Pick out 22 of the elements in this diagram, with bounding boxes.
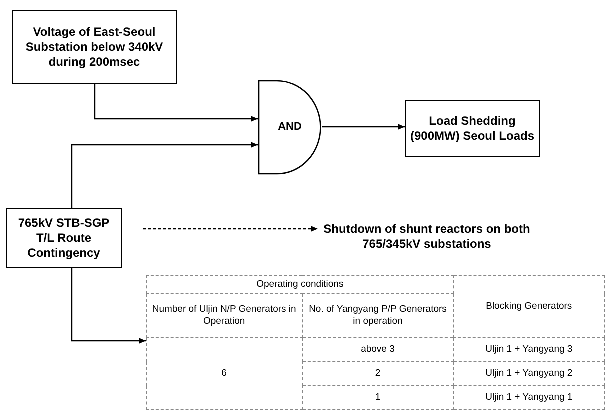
arrow [143,226,318,232]
table-cell-text: above 3 [361,344,395,354]
table-cell-text: Number of Uljin N/P Generators in Operation [152,304,296,326]
arrow [71,268,146,344]
conditions-table [146,275,605,411]
gate-label: AND [278,120,302,136]
note-text: Shutdown of shunt reactors on both 765/345kV substations [322,220,532,254]
table-cell-text: 1 [375,392,381,402]
process-box: Voltage of East-Seoul Substation below 340kV during 200msec [12,10,177,84]
table-cell-text: Uljin 1 + Yangyang 2 [486,368,573,378]
table-cell-text: Operating conditions [256,278,344,290]
table-cell-text: Blocking Generators [486,300,572,312]
table-cell-text: 6 [222,368,227,378]
table-cell-text: No. of Yangyang P/P Generators in operation [309,304,447,326]
process-box: Load Shedding (900MW) Seoul Loads [405,100,540,157]
table-cell-text: Uljin 1 + Yangyang 1 [486,392,573,402]
arrow [94,84,258,122]
arrow [322,124,405,130]
process-box: 765kV STB-SGP T/L Route Contingency [6,208,122,268]
arrow [71,142,258,208]
table-cell-text: Uljin 1 + Yangyang 3 [486,344,573,354]
table-cell-text: 2 [375,368,381,378]
